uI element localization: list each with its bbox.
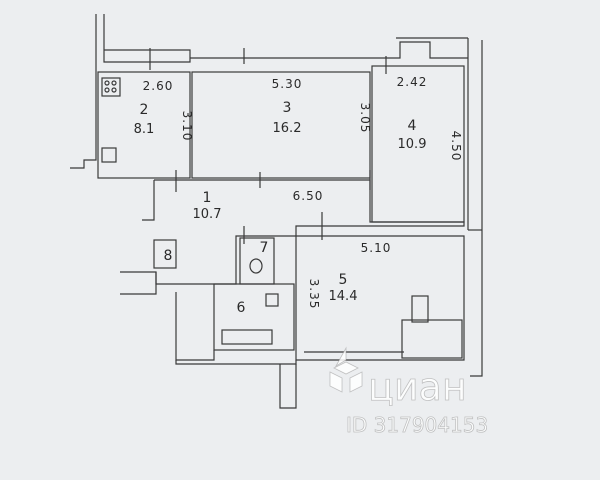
dimension-label: 6.50 [293, 189, 324, 203]
dimension-label: 5.30 [272, 77, 303, 91]
dimension-label: 5.10 [361, 241, 392, 255]
dimension-label: 2.42 [397, 75, 428, 89]
plan-walls [70, 14, 483, 409]
watermark-id: ID 317904153 [346, 413, 488, 437]
room-number: 3 [283, 100, 292, 116]
room-number: 8 [164, 248, 173, 264]
room-area: 10.7 [193, 207, 222, 222]
room-area: 8.1 [134, 122, 155, 137]
dimension-label: 3.35 [307, 279, 321, 310]
dimension-label: 3.10 [180, 111, 194, 142]
dimension-labels: 2.60 5.30 2.42 3.10 3.05 4.50 6.50 5.10 … [143, 75, 463, 309]
cian-logo-icon [329, 346, 363, 393]
room-labels: 2 8.1 3 16.2 4 10.9 1 10.7 5 14.4 6 7 8 [134, 100, 427, 316]
room-number: 2 [140, 102, 149, 118]
dimension-label: 3.05 [358, 103, 372, 134]
room-area: 16.2 [273, 121, 302, 136]
watermark: циан ID 317904153 [329, 346, 489, 437]
dimension-label: 4.50 [449, 131, 463, 162]
watermark-brand: циан [368, 365, 467, 409]
room-area: 10.9 [398, 137, 427, 152]
room-number: 4 [408, 118, 417, 134]
room-number: 6 [237, 300, 246, 316]
room-number: 1 [203, 190, 212, 206]
room-area: 14.4 [329, 289, 358, 304]
dimension-label: 2.60 [143, 79, 174, 93]
room-number: 5 [339, 272, 348, 288]
room-number: 7 [260, 240, 269, 256]
